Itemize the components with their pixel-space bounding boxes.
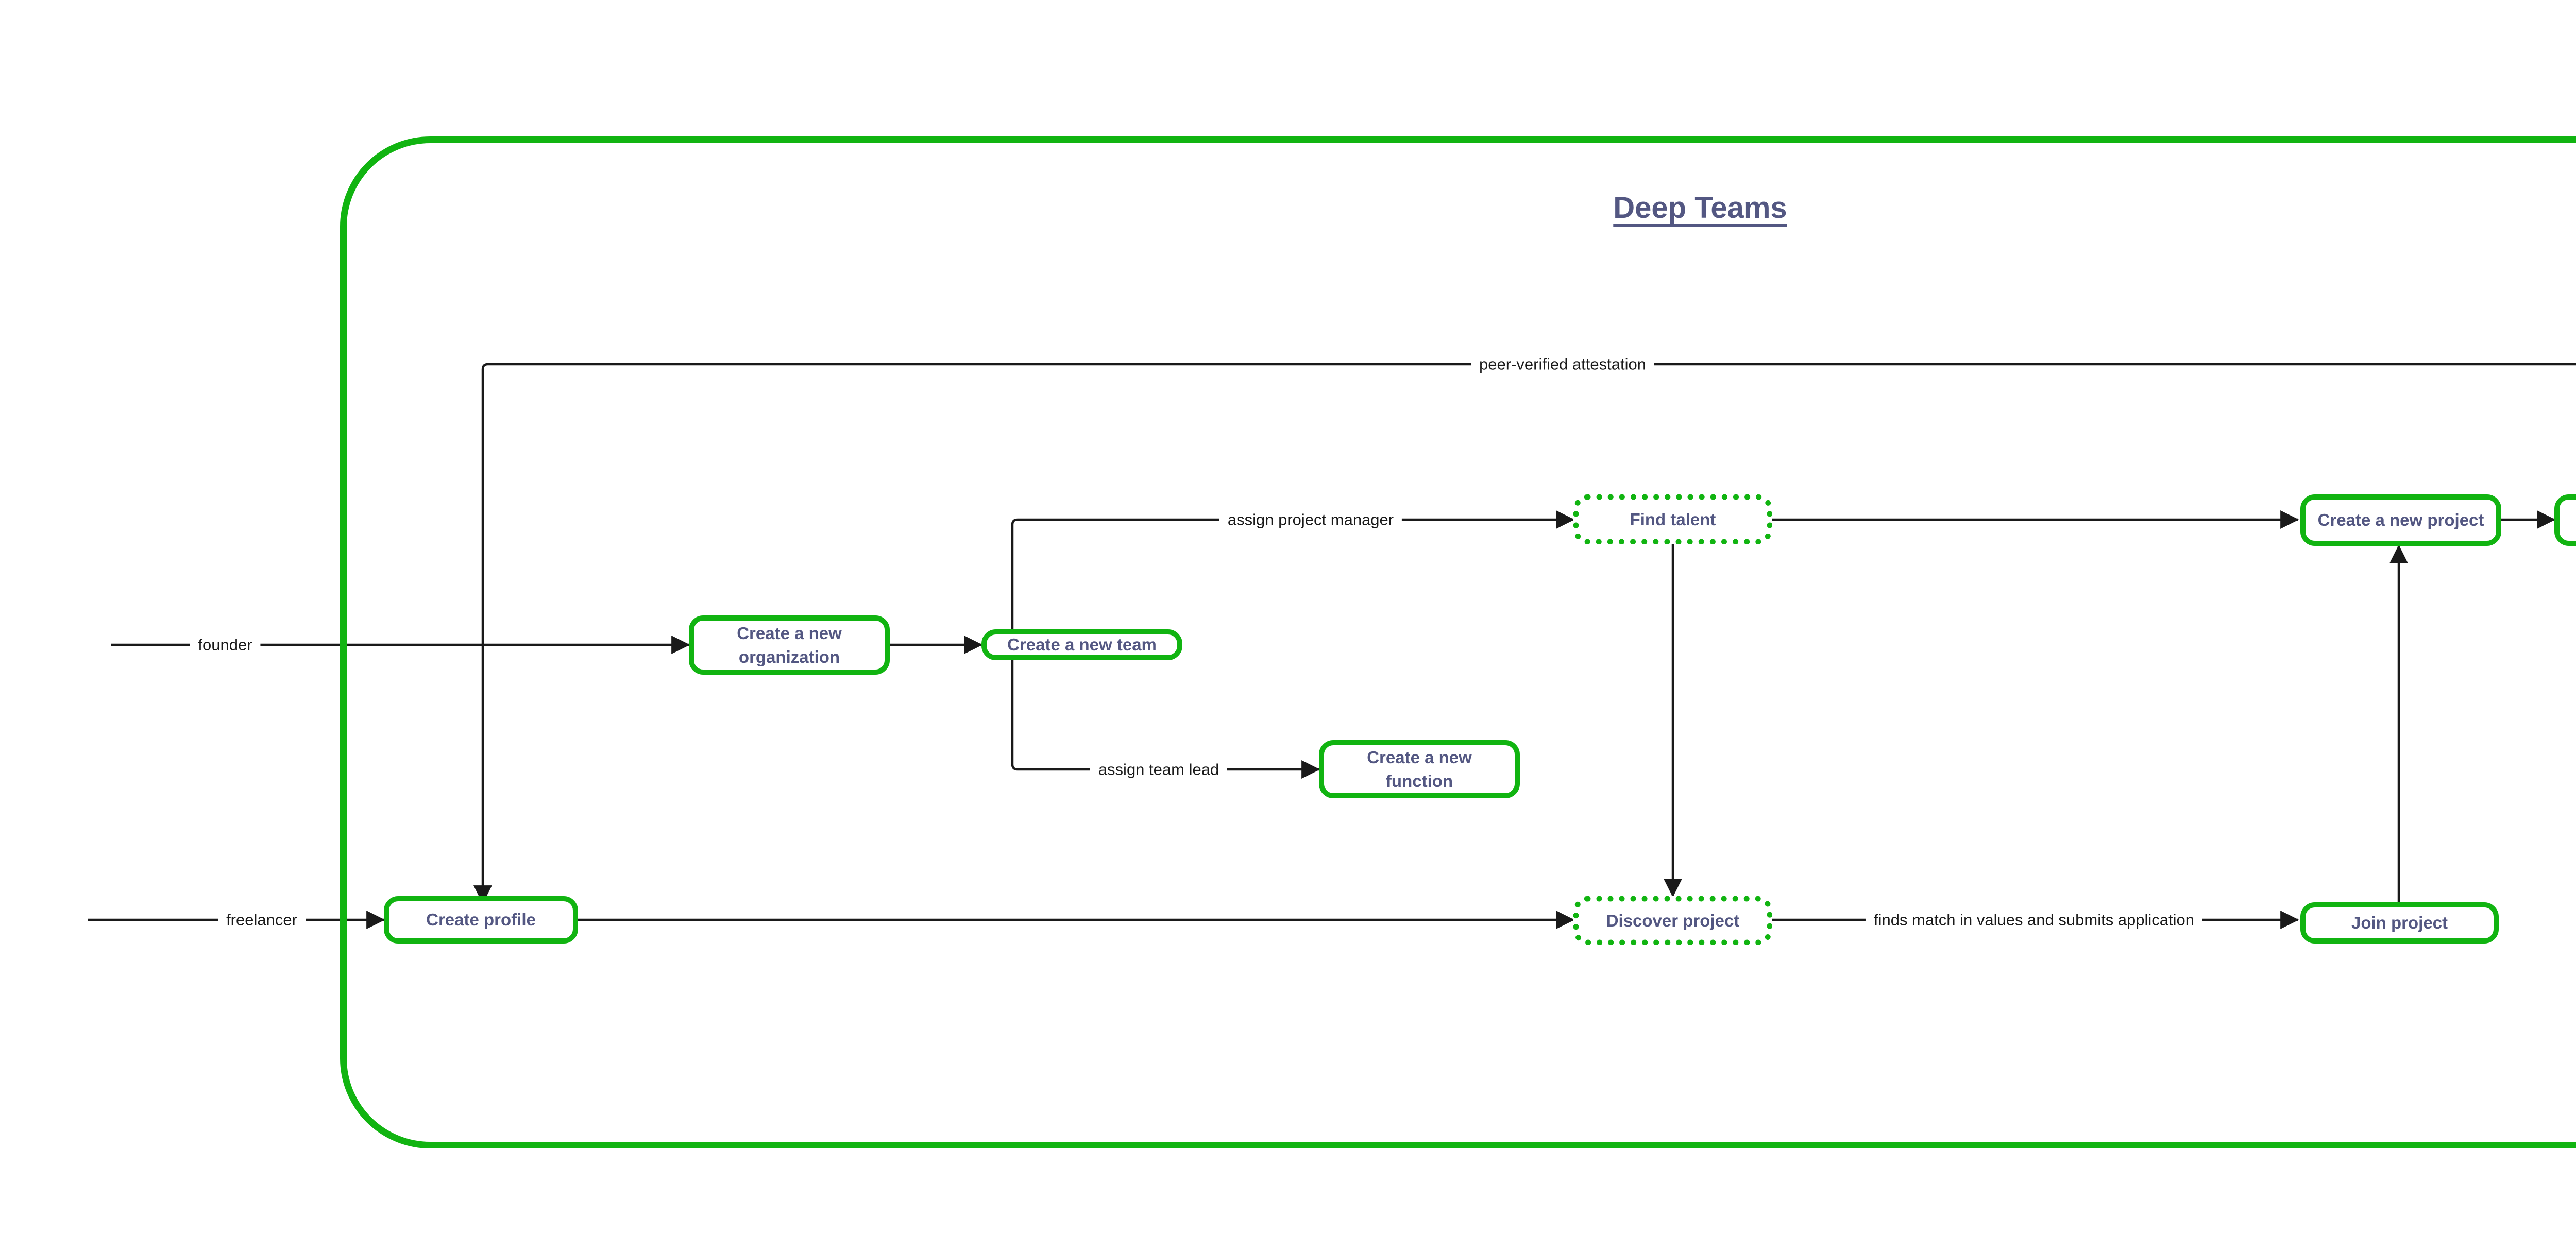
page-title: Deep Teams — [1613, 191, 1787, 225]
node-create-project[interactable]: Create a new project — [2300, 494, 2501, 546]
edge-label-founder: founder — [190, 637, 261, 653]
node-create-profile[interactable]: Create profile — [384, 896, 578, 944]
edge-label-freelancer: freelancer — [218, 912, 306, 928]
node-join-project[interactable]: Join project — [2300, 902, 2499, 944]
edge-label-assign-team-lead: assign team lead — [1090, 761, 1228, 778]
node-discover-project[interactable]: Discover project — [1573, 896, 1772, 945]
node-create-function[interactable]: Create a new function — [1319, 740, 1520, 798]
edge-label-finds-match: finds match in values and submits applic… — [1865, 912, 2203, 928]
edge-label-assign-project-manager: assign project manager — [1219, 511, 1402, 528]
node-create-organization[interactable]: Create a new organization — [689, 615, 890, 675]
edge-label-peer-verified-attestation: peer-verified attestation — [1471, 356, 1654, 372]
node-complete-project[interactable]: Complete project — [2554, 494, 2576, 546]
deep-teams-boundary — [340, 136, 2576, 1148]
node-find-talent[interactable]: Find talent — [1573, 494, 1772, 544]
node-create-team[interactable]: Create a new team — [981, 629, 1182, 660]
